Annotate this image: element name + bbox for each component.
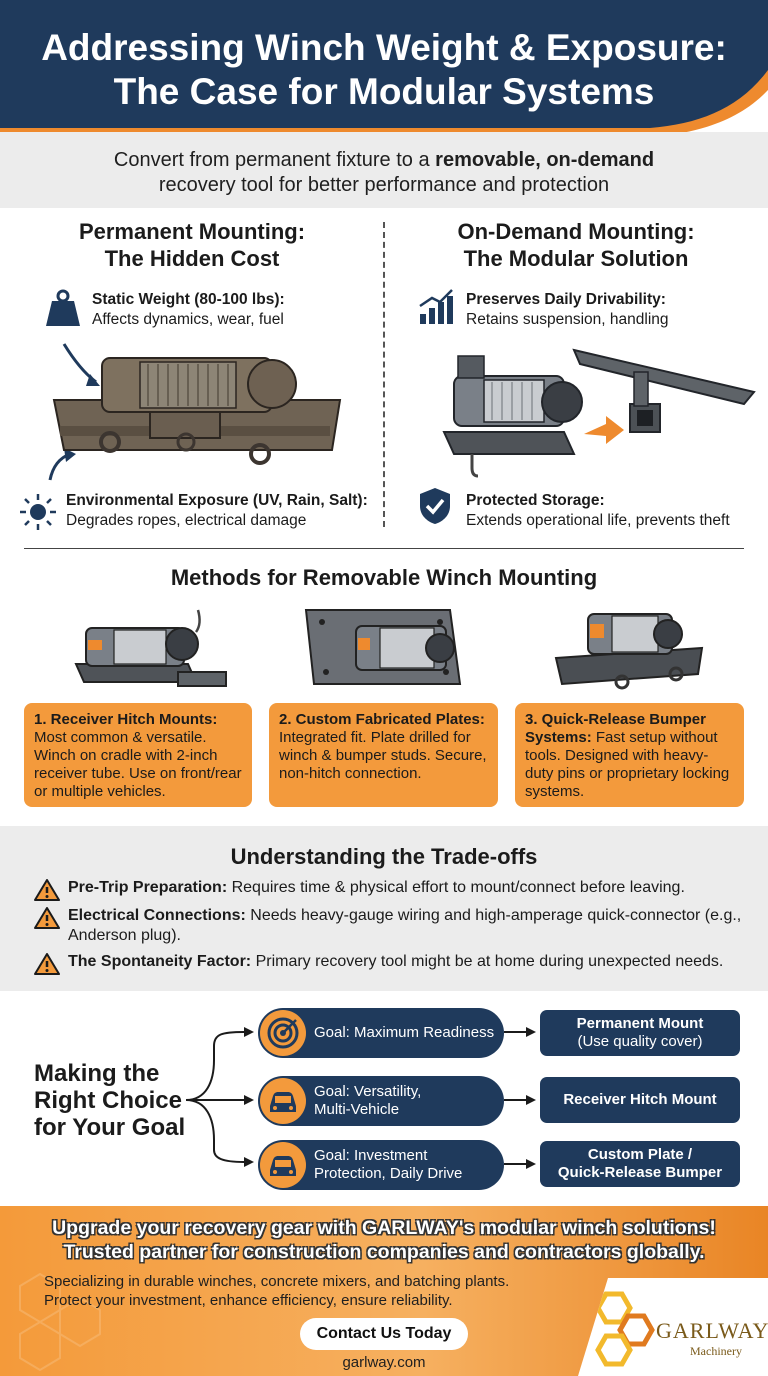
tradeoffs-section: Understanding the Trade-offs Pre-Trip Pr… xyxy=(0,826,768,991)
warning-icon xyxy=(34,953,60,975)
garlway-logo: GARLWAY Machinery xyxy=(578,1278,768,1376)
goal-icon-circle xyxy=(260,1010,306,1056)
column-divider xyxy=(383,222,385,527)
result-receiver-hitch-mount: Receiver Hitch Mount xyxy=(540,1077,740,1123)
header-banner: Addressing Winch Weight & Exposure: The … xyxy=(0,0,768,140)
tradeoff-item: The Spontaneity Factor: Primary recovery… xyxy=(34,952,754,975)
sun-icon xyxy=(20,494,56,530)
daily-drivability-feature: Preserves Daily Drivability:Retains susp… xyxy=(466,291,669,328)
choice-title: Making the Right Choice for Your Goal xyxy=(34,1060,186,1141)
result-permanent-mount: Permanent Mount(Use quality cover) xyxy=(540,1010,740,1056)
shield-check-icon xyxy=(420,488,450,524)
result-custom-plate: Custom Plate /Quick-Release Bumper xyxy=(540,1141,740,1187)
permanent-mounting-column: Permanent Mounting:The Hidden Cost Stati… xyxy=(0,210,384,545)
methods-title: Methods for Removable Winch Mounting xyxy=(170,565,598,590)
goal-icon-circle xyxy=(260,1142,306,1188)
goal-icon-circle xyxy=(260,1078,306,1124)
header-shape xyxy=(0,0,768,136)
modular-winch-hitch-illustration xyxy=(442,348,756,478)
goal-versatility: Goal: Versatility,Multi-Vehicle xyxy=(258,1076,504,1126)
tradeoff-item: Pre-Trip Preparation: Requires time & ph… xyxy=(34,878,754,901)
warning-icon xyxy=(34,907,60,929)
weight-icon xyxy=(46,289,80,326)
intro-banner: Convert from permanent fixture to a remo… xyxy=(0,132,768,208)
decision-flow-connectors xyxy=(185,1027,536,1169)
website-link[interactable]: garlway.com xyxy=(342,1354,426,1371)
page-title: Addressing Winch Weight & Exposure: The … xyxy=(41,27,727,112)
goal-maximum-readiness: Goal: Maximum Readiness xyxy=(258,1008,504,1058)
receiver-hitch-card: 1. Receiver Hitch Mounts:Most common & v… xyxy=(24,703,252,807)
footer-description: Specializing in durable winches, concret… xyxy=(44,1273,510,1309)
fabricated-plate-winch-image xyxy=(304,609,462,685)
section-divider xyxy=(24,548,744,549)
warning-icon xyxy=(34,879,60,901)
contact-us-button[interactable]: Contact Us Today xyxy=(300,1318,468,1350)
protected-storage-feature: Protected Storage:Extends operational li… xyxy=(466,492,730,529)
receiver-hitch-winch-image xyxy=(74,609,227,687)
environmental-exposure-feature: Environmental Exposure (UV, Rain, Salt):… xyxy=(66,492,368,529)
car-icon xyxy=(270,1092,296,1112)
footer-headline: Upgrade your recovery gear with GARLWAY'… xyxy=(52,1217,716,1263)
tradeoffs-title: Understanding the Trade-offs xyxy=(230,844,538,869)
tradeoff-item: Electrical Connections: Needs heavy-gaug… xyxy=(34,906,754,946)
static-weight-feature: Static Weight (80-100 lbs):Affects dynam… xyxy=(92,291,285,328)
on-demand-mounting-title: On-Demand Mounting:The Modular Solution xyxy=(457,219,695,271)
bar-chart-icon xyxy=(419,289,453,324)
quick-release-bumper-winch-image xyxy=(554,613,704,690)
quick-release-card: 3. Quick-Release Bumper Systems: Fast se… xyxy=(515,703,744,807)
fabricated-plates-card: 2. Custom Fabricated Plates:Integrated f… xyxy=(269,703,498,807)
rusty-winch-bumper-illustration xyxy=(48,343,342,481)
car-icon xyxy=(270,1156,296,1176)
permanent-mounting-title: Permanent Mounting:The Hidden Cost xyxy=(78,219,306,271)
hexagon-pattern xyxy=(19,1272,101,1372)
target-icon xyxy=(267,1017,299,1049)
on-demand-mounting-column: On-Demand Mounting:The Modular Solution … xyxy=(384,210,768,545)
